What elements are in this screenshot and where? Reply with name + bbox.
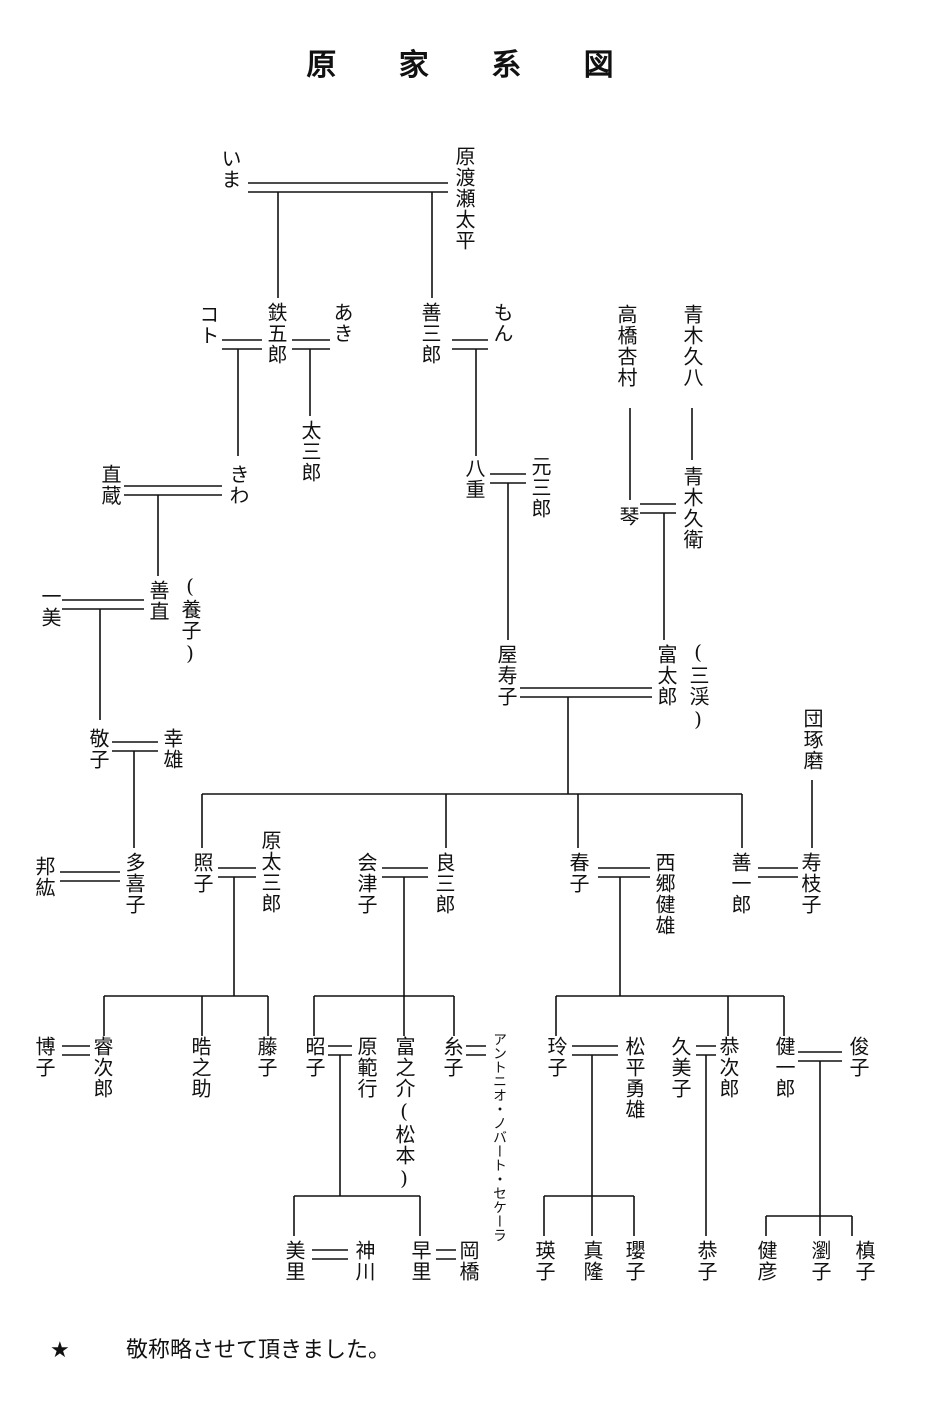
page-title: 原 家 系 図 <box>306 48 640 83</box>
person-name: 瀏子 <box>808 1240 832 1282</box>
person-name: 春子 <box>566 852 590 894</box>
person-name: いま <box>218 148 242 190</box>
person-name: 松平勇雄 <box>622 1036 646 1120</box>
person-name: 青木久八 <box>680 304 704 388</box>
person-name: 多喜子 <box>122 852 146 915</box>
person-name: 美里 <box>282 1240 306 1282</box>
person-note: (三渓) <box>686 640 710 732</box>
person-name: 瑛子 <box>532 1240 556 1282</box>
person-name: 原範行 <box>354 1036 378 1099</box>
person-name: 屋寿子 <box>494 644 518 707</box>
person-name: 原渡瀬太平 <box>452 146 476 251</box>
person-name: 睿次郎 <box>90 1036 114 1099</box>
person-name: きわ <box>226 464 250 506</box>
person-name: 青木久衛 <box>680 466 704 550</box>
person-name: 一美 <box>38 586 62 628</box>
person-name: 善直 <box>146 580 170 622</box>
person-name: 恭子 <box>694 1240 718 1282</box>
person-name: 俊子 <box>846 1036 870 1078</box>
person-name: コト <box>196 304 220 346</box>
person-name: 寿枝子 <box>798 852 822 915</box>
person-name: 真隆 <box>580 1240 604 1282</box>
footnote: ★ 敬称略させて頂きました。 <box>50 1332 390 1364</box>
person-name: 晧之助 <box>188 1036 212 1099</box>
person-name: 槙子 <box>852 1240 876 1282</box>
person-name: 琴 <box>616 506 640 527</box>
person-name: 藤子 <box>254 1036 278 1078</box>
person-name: あき <box>330 302 354 344</box>
person-name: 団琢磨 <box>800 708 824 771</box>
person-name: 糸子 <box>440 1036 464 1078</box>
person-name: 太三郎 <box>298 420 322 483</box>
person-name: 幸雄 <box>160 728 184 770</box>
person-name: 善一郎 <box>728 852 752 915</box>
person-name: 八重 <box>462 458 486 500</box>
person-name: 恭次郎 <box>716 1036 740 1099</box>
person-name: 鉄五郎 <box>264 302 288 365</box>
person-name: 原太三郎 <box>258 830 282 914</box>
person-name: 富太郎 <box>654 644 678 707</box>
person-name: アントニオ・ノバート・セケーラ <box>491 1032 507 1242</box>
person-name: 敬子 <box>86 728 110 770</box>
person-name: 会津子 <box>354 852 378 915</box>
person-name: 元三郎 <box>528 456 552 519</box>
star-icon: ★ <box>50 1338 70 1363</box>
person-name: 富之介(松本) <box>392 1036 416 1191</box>
person-name: 昭子 <box>302 1036 326 1078</box>
person-name: 良三郎 <box>432 852 456 915</box>
person-name: 健彦 <box>754 1240 778 1282</box>
person-name: 高橋杏村 <box>614 304 638 388</box>
person-name: 岡橋 <box>456 1240 480 1282</box>
person-name: 善三郎 <box>418 302 442 365</box>
person-name: 邦紘 <box>32 856 56 898</box>
person-name: 瓔子 <box>622 1240 646 1282</box>
person-name: 直蔵 <box>98 464 122 506</box>
person-name: 照子 <box>190 852 214 894</box>
person-name: 健一郎 <box>772 1036 796 1099</box>
person-name: もん <box>490 302 514 344</box>
person-name: 神川 <box>352 1240 376 1282</box>
person-name: 博子 <box>32 1036 56 1078</box>
person-name: 早里 <box>408 1240 432 1282</box>
person-name: 久美子 <box>668 1036 692 1099</box>
person-name: 西郷健雄 <box>652 852 676 936</box>
person-name: 玲子 <box>544 1036 568 1078</box>
footnote-text: 敬称略させて頂きました。 <box>126 1338 391 1363</box>
person-note: (養子) <box>178 574 202 666</box>
